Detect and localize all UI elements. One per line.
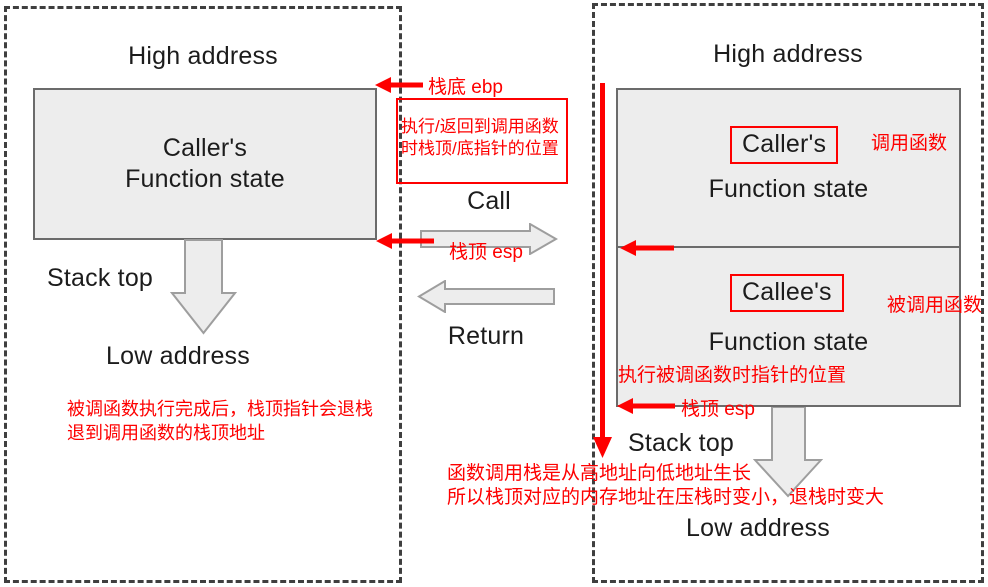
esp-pointer-arrow-icon-left xyxy=(376,233,434,249)
callee-label-boxed: Callee's xyxy=(730,274,844,312)
right-high-address-label: High address xyxy=(713,40,863,68)
ebp-pointer-arrow-icon xyxy=(375,77,423,93)
return-label: Return xyxy=(447,322,525,350)
left-low-address-label: Low address xyxy=(106,342,250,370)
right-stack-top-label: Stack top xyxy=(628,429,735,457)
left-pop-note-line1: 被调函数执行完成后，栈顶指针会退栈 xyxy=(67,399,373,419)
left-stack-top-label: Stack top xyxy=(47,264,154,292)
esp-label-left: 栈顶 esp xyxy=(449,242,523,263)
caller-box-line2: Function state xyxy=(125,165,285,193)
frame-divider-line xyxy=(616,246,961,248)
esp-label-right: 栈顶 esp xyxy=(681,399,755,420)
left-pop-note: 被调函数执行完成后，栈顶指针会退栈 退到调用函数的栈顶地址 xyxy=(67,397,373,445)
call-label: Call xyxy=(467,187,511,215)
caller-box-line1: Caller's xyxy=(162,134,248,162)
return-arrow-icon xyxy=(417,280,555,313)
caller-label-boxed: Caller's xyxy=(730,126,839,164)
ebp-label: 栈底 ebp xyxy=(428,77,503,98)
pointer-position-note-line2: 时栈顶/底指针的位置 xyxy=(401,139,559,158)
caller-function-state-box-left: Caller's Function state xyxy=(33,88,377,240)
callee-boundary-arrow-icon xyxy=(620,240,674,256)
right-callee-function-state: Function state xyxy=(708,328,869,356)
stack-top-arrow-icon-right xyxy=(753,407,823,498)
caller-annotation: 调用函数 xyxy=(871,133,948,154)
left-high-address-label: High address xyxy=(128,42,278,70)
callee-pointer-note: 执行被调函数时指针的位置 xyxy=(618,365,847,386)
stack-growth-line-icon xyxy=(593,83,612,458)
stack-top-arrow-icon-left xyxy=(170,239,237,335)
left-pop-note-line2: 退到调用函数的栈顶地址 xyxy=(67,423,265,443)
growth-note-line1: 函数调用栈是从高地址向低地址生长 xyxy=(447,463,752,484)
pointer-position-note-line1: 执行/返回到调用函数 xyxy=(401,117,559,136)
right-panel-border xyxy=(592,3,984,583)
growth-note-line2: 所以栈顶对应的内存地址在压栈时变小，退栈时变大 xyxy=(447,487,885,508)
left-panel-border xyxy=(4,6,402,583)
growth-note: 函数调用栈是从高地址向低地址生长 所以栈顶对应的内存地址在压栈时变小，退栈时变大 xyxy=(447,462,884,510)
right-caller-function-state: Function state xyxy=(708,175,869,203)
callee-annotation: 被调用函数 xyxy=(887,295,983,316)
pointer-position-note-box: 执行/返回到调用函数 时栈顶/底指针的位置 xyxy=(396,98,568,184)
esp-pointer-arrow-icon-right xyxy=(617,398,675,414)
call-arrow-icon xyxy=(420,223,558,255)
right-low-address-label: Low address xyxy=(686,514,830,542)
